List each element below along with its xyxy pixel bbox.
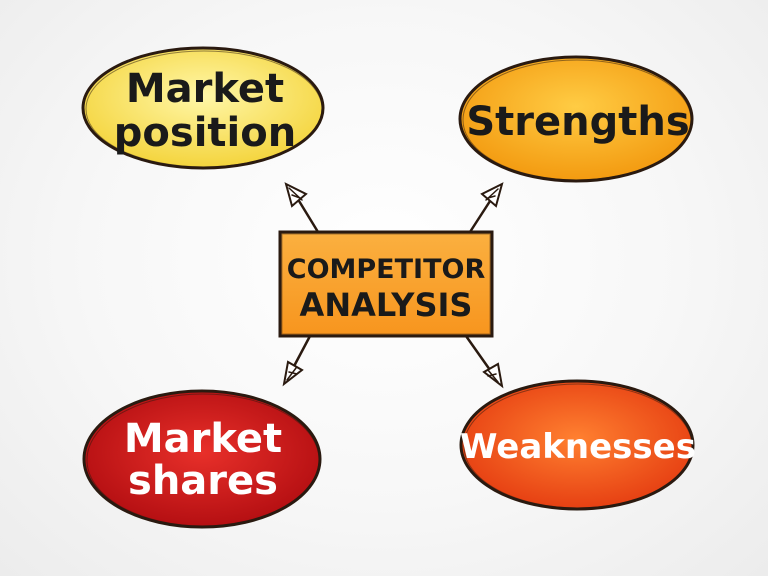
weaknesses-label: Weaknesses [460,427,696,467]
node-weaknesses: Weaknesses [459,379,696,511]
market-position-label-line2: position [114,110,296,156]
strengths-label: Strengths [466,99,689,145]
center-node-competitor-analysis: COMPETITOR ANALYSIS [278,230,494,338]
center-label-line1: COMPETITOR [287,254,486,285]
node-market-shares: Market shares [82,389,322,529]
center-label-line2: ANALYSIS [300,286,473,324]
arrow-to-market-shares [282,334,312,387]
arrow-to-market-position [284,182,320,234]
arrow-to-strengths [468,182,504,234]
market-shares-label-line2: shares [128,458,278,504]
node-strengths: Strengths [458,55,694,183]
market-position-label-line1: Market [126,66,284,112]
arrow-to-weaknesses [464,334,504,389]
node-market-position: Market position [81,46,325,170]
market-shares-label-line1: Market [124,416,282,462]
connectors [282,182,504,389]
